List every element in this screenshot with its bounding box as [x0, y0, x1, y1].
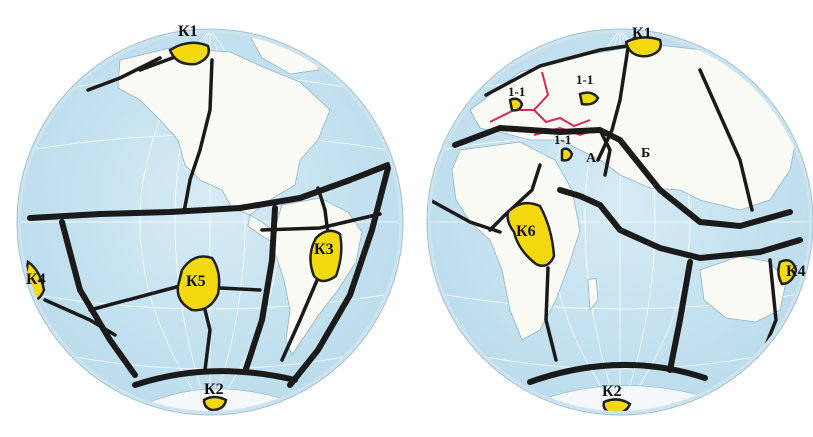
label-b: Б: [641, 146, 650, 161]
western-hemisphere: К1 К5 К3 К4 К2: [16, 23, 404, 416]
madagascar-landmass: [587, 277, 599, 312]
eastern-hemisphere: К1 1-1 1-1 1-1 А Б К6 К4 К2: [426, 25, 813, 416]
craton-1-1-east-europe: [578, 91, 600, 106]
label-k2-east: К2: [602, 383, 622, 400]
craton-k1-west: [168, 41, 210, 66]
craton-k3: [309, 229, 343, 283]
label-k4-west: К4: [26, 271, 46, 288]
east-cratons: [506, 36, 798, 415]
label-1-1-south: 1-1: [554, 132, 571, 147]
craton-k4-east: [777, 259, 798, 286]
label-1-1-east-europe: 1-1: [576, 72, 593, 87]
label-k6: К6: [516, 223, 536, 240]
label-k5: К5: [186, 273, 206, 290]
label-k1-west: К1: [178, 23, 198, 40]
label-k2-west: К2: [204, 381, 224, 398]
craton-k2-west: [202, 395, 228, 412]
craton-k6: [506, 201, 556, 267]
eurasia-landmass: [469, 43, 801, 211]
east-fold-belts: [428, 42, 803, 385]
label-k3: К3: [314, 241, 334, 258]
label-1-1-west-europe: 1-1: [508, 84, 525, 99]
craton-1-1-west-europe: [508, 97, 524, 112]
label-k1-east: К1: [632, 25, 652, 42]
label-a: А: [586, 151, 597, 166]
west-cratons: [25, 41, 343, 412]
craton-k1-east: [624, 36, 662, 58]
label-k4-east: К4: [786, 263, 806, 280]
australia-landmass: [699, 255, 787, 323]
craton-1-1-south: [560, 147, 574, 162]
craton-k5: [176, 255, 221, 312]
